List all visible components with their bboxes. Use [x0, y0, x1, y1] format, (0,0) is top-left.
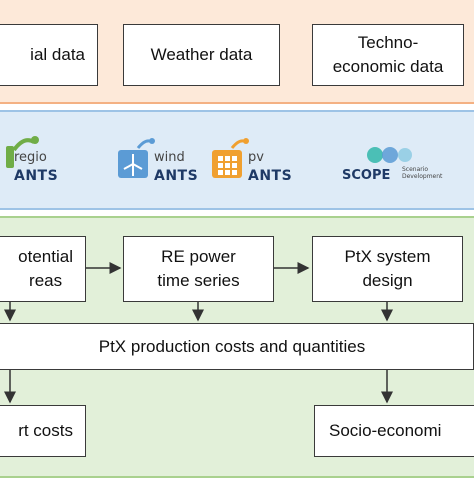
export-costs-box: rt costs — [0, 405, 86, 457]
input-box-spatial-data: ial data — [0, 24, 98, 86]
regio-ants-logo: regio ANTS — [0, 128, 110, 192]
wind-ants-label: ANTS — [154, 168, 199, 184]
regio-ants-label: ANTS — [14, 168, 59, 184]
socio-economic-box: Socio-economi — [314, 405, 474, 457]
regio-ant-icon — [6, 136, 39, 168]
regio-label: regio — [14, 150, 47, 165]
pv-ants-logo: pv ANTS — [210, 128, 300, 192]
ptx-production-costs-box: PtX production costs and quantities — [0, 323, 474, 370]
wind-ants-logo: wind ANTS — [116, 128, 206, 192]
input-box-techno-economic-data: Techno- economic data — [312, 24, 464, 86]
pv-label: pv — [248, 150, 264, 165]
wind-turbine-icon — [118, 138, 155, 178]
re-power-time-series-box: RE power time series — [123, 236, 274, 302]
scope-subtitle: Scenario Development — [402, 166, 443, 180]
solar-panel-icon — [212, 138, 249, 178]
scope-circles-icon — [367, 147, 412, 163]
scope-logo: SCOPE Scenario Development — [340, 146, 450, 186]
input-box-weather-data: Weather data — [123, 24, 280, 86]
scope-name: SCOPE — [342, 168, 391, 183]
wind-label: wind — [154, 150, 185, 165]
ptx-system-design-box: PtX system design — [312, 236, 463, 302]
pv-ants-label: ANTS — [248, 168, 293, 184]
potential-areas-box: otential reas — [0, 236, 86, 302]
